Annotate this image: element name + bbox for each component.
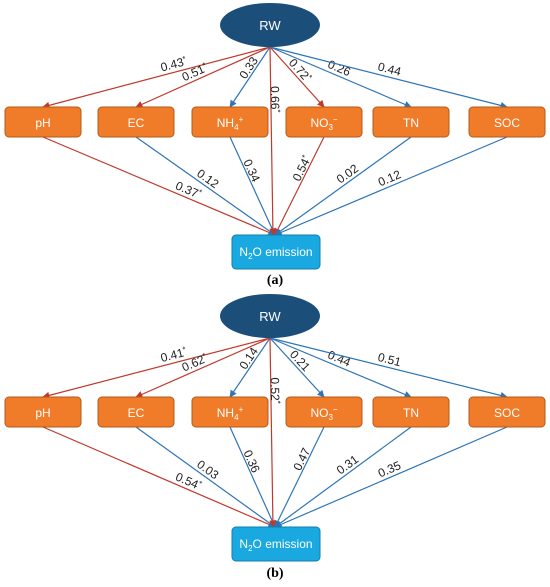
node-tn-label: TN — [403, 116, 419, 130]
path-no-to-n2o-label: 0.47 — [290, 445, 313, 472]
panel-caption: (a) — [267, 273, 284, 288]
path-rw-to-no-label: 0.21 — [287, 347, 313, 374]
path-nh-to-n2o-label: 0.34 — [240, 157, 263, 184]
path-nh-to-n2o-arrow — [229, 426, 276, 528]
node-soc — [468, 396, 546, 428]
path-rw-to-soc-arrow — [269, 337, 508, 399]
path-ph-to-n2o-arrow — [42, 426, 276, 528]
path-rw-to-nh-arrow — [229, 337, 271, 398]
path-soc-to-n2o-arrow — [274, 136, 508, 236]
node-nh — [191, 396, 269, 428]
node-tn — [372, 106, 450, 138]
n2o-emission-label: N2O emission — [239, 245, 312, 261]
path-rw-to-n2o-arrow — [269, 337, 277, 528]
path-no-to-n2o-label: 0.54* — [290, 153, 314, 183]
node-ec — [97, 396, 175, 428]
node-no — [285, 396, 363, 428]
path-ec-to-n2o-arrow — [135, 136, 276, 236]
path-rw-to-soc-arrow — [269, 46, 508, 109]
path-rw-to-n2o-label: 0.52* — [268, 377, 282, 404]
rw-node — [220, 294, 320, 338]
node-no-label: NO3− — [310, 115, 337, 132]
node-ph — [4, 396, 82, 428]
path-tn-to-n2o-arrow — [274, 426, 412, 528]
path-rw-to-n2o-arrow — [269, 46, 277, 236]
node-ec-label: EC — [128, 406, 145, 420]
node-no-label: NO3− — [310, 405, 337, 422]
path-no-to-n2o-arrow — [274, 136, 325, 236]
path-tn-to-n2o-arrow — [274, 136, 412, 236]
node-nh-label: NH4+ — [217, 405, 244, 422]
path-rw-to-no-arrow — [269, 46, 325, 108]
path-rw-to-soc-label: 0.44 — [376, 59, 402, 78]
node-no — [285, 106, 363, 138]
node-nh-label: NH4+ — [217, 115, 244, 132]
n2o-emission-node — [231, 234, 321, 270]
path-rw-to-tn-arrow — [269, 337, 412, 398]
path-nh-to-n2o-label: 0.36 — [240, 448, 262, 475]
path-rw-to-ec-arrow — [135, 337, 271, 398]
node-soc — [468, 106, 546, 138]
n2o-emission-label: N2O emission — [239, 537, 312, 553]
path-soc-to-n2o-arrow — [274, 426, 508, 528]
path-rw-to-nh-label: 0.33 — [236, 54, 261, 81]
path-rw-to-n2o-label: 0.66* — [268, 86, 282, 113]
node-soc-label: SOC — [494, 116, 520, 130]
path-rw-to-nh-label: 0.14 — [236, 344, 261, 371]
path-rw-to-ph-arrow — [42, 337, 271, 399]
path-rw-to-ec-arrow — [135, 46, 271, 108]
rw-node-label: RW — [259, 18, 281, 33]
node-tn — [372, 396, 450, 428]
path-no-to-n2o-arrow — [274, 426, 325, 528]
path-ph-to-n2o-arrow — [42, 136, 276, 236]
path-rw-to-soc-label: 0.51 — [376, 350, 402, 369]
rw-node — [220, 3, 320, 47]
node-ph-label: pH — [35, 116, 50, 130]
panel-caption: (b) — [266, 566, 283, 581]
path-rw-to-nh-arrow — [229, 46, 271, 108]
path-rw-to-ph-label: 0.43* — [159, 54, 188, 74]
path-ec-to-n2o-arrow — [135, 426, 276, 528]
node-ph-label: pH — [35, 406, 50, 420]
node-ph — [4, 106, 82, 138]
node-ec-label: EC — [128, 116, 145, 130]
path-nh-to-n2o-arrow — [229, 136, 276, 236]
node-nh — [191, 106, 269, 138]
path-rw-to-tn-arrow — [269, 46, 412, 108]
path-rw-to-no-arrow — [269, 337, 325, 398]
path-rw-to-ph-arrow — [42, 46, 271, 109]
node-tn-label: TN — [403, 406, 419, 420]
node-soc-label: SOC — [494, 406, 520, 420]
node-ec — [97, 106, 175, 138]
n2o-emission-node — [231, 526, 321, 562]
rw-node-label: RW — [259, 309, 281, 324]
path-rw-to-ph-label: 0.41* — [159, 345, 188, 365]
